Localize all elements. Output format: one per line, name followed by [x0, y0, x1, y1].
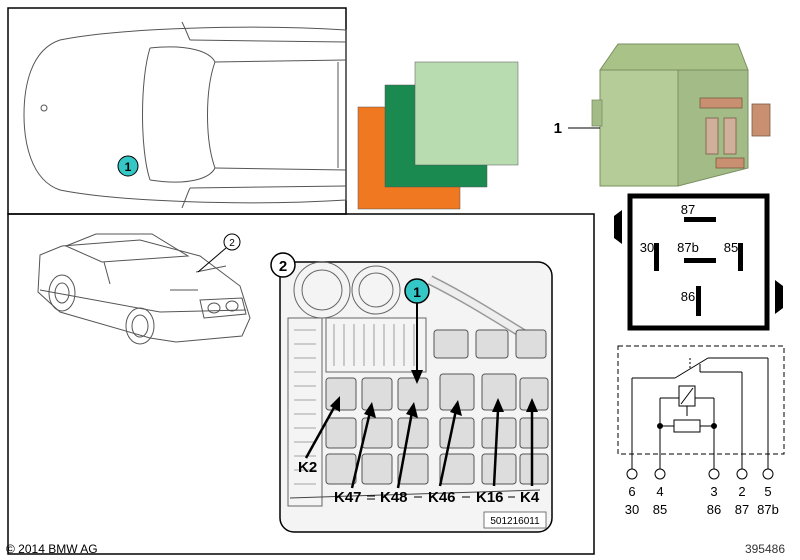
terminal-num: 5 [764, 484, 771, 499]
detail-panel [7, 213, 595, 555]
color-swatches [357, 61, 519, 210]
pin-86-contact [696, 286, 701, 316]
terminal-name: 85 [653, 502, 667, 517]
pin-87b-label: 87b [677, 240, 699, 255]
top-view-panel [7, 7, 347, 215]
terminal-name: 30 [625, 502, 639, 517]
callout-top-view: 1 [117, 155, 139, 177]
pin-87-contact [684, 217, 716, 222]
pin-30-label: 30 [640, 240, 654, 255]
relay-pin-diagram [614, 193, 783, 331]
relay-photo-callout: 1 [554, 120, 562, 137]
pin-85-contact [738, 243, 743, 271]
slot-label-k46: K46 [428, 489, 456, 506]
car-3d-leader [197, 247, 227, 273]
slot-label-k48: K48 [380, 489, 408, 506]
callout-car-3d-label: 2 [229, 238, 235, 249]
terminal-num: 3 [710, 484, 717, 499]
callout-top-view-label: 1 [125, 160, 132, 174]
car-3d-view [37, 233, 251, 345]
relay-photo [591, 43, 771, 187]
terminal-name: 86 [707, 502, 721, 517]
pin-86-label: 86 [681, 289, 695, 304]
callout-fusebox-relay: 1 [404, 278, 430, 384]
callout-fusebox-relay-label: 1 [413, 284, 421, 300]
callout-fusebox-panel-label: 2 [279, 258, 287, 275]
terminal-num: 6 [628, 484, 635, 499]
slot-labels: K2 K47 K48 K46 K16 K4 [298, 459, 540, 506]
slot-label-k47: K47 [334, 489, 362, 506]
slot-label-k2: K2 [298, 459, 317, 476]
fusebox-part-number: 501216011 [490, 516, 540, 527]
terminal-name: 87 [735, 502, 749, 517]
diagram-id: 395486 [745, 542, 785, 556]
slot-label-k4: K4 [520, 489, 540, 506]
pin-30-contact [654, 243, 659, 271]
terminal-num: 2 [738, 484, 745, 499]
callout-fusebox-panel: 2 [270, 252, 296, 278]
terminal-name: 87b [757, 502, 779, 517]
terminal-num: 4 [656, 484, 663, 499]
callout-car-3d: 2 [223, 233, 241, 251]
pin-87b-contact [684, 258, 716, 263]
relay-schematic [617, 345, 785, 480]
slot-label-k16: K16 [476, 489, 504, 506]
slot-separators [367, 495, 515, 500]
copyright-text: © 2014 BMW AG [6, 542, 98, 556]
pin-87-label: 87 [681, 202, 695, 217]
swatch-light-green [414, 61, 519, 166]
schematic-terminal-labels: 6 30 4 85 3 86 2 87 5 87b [625, 484, 779, 517]
car-top-view [23, 21, 347, 209]
pin-85-label: 85 [724, 240, 738, 255]
fusebox-detail [279, 261, 553, 533]
slot-arrows [304, 396, 538, 489]
